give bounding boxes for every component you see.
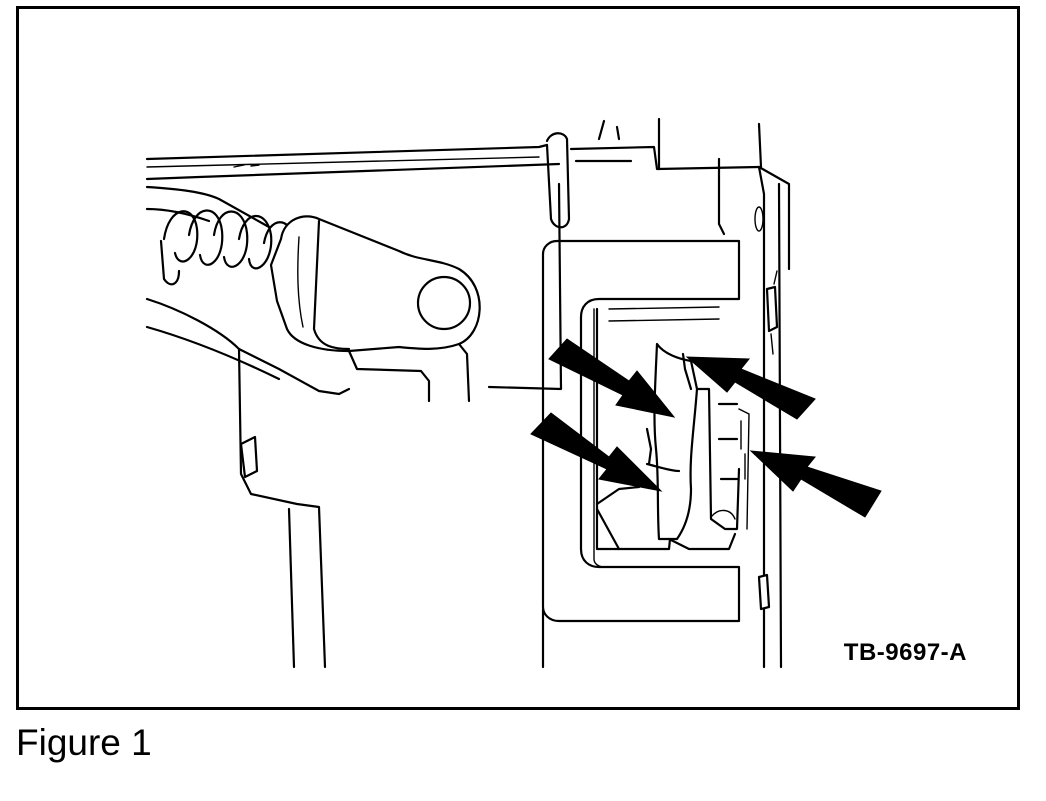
cam-arm xyxy=(269,215,481,403)
arrow-icon xyxy=(749,450,882,518)
figure-code-label: TB-9697-A xyxy=(843,639,967,666)
vertical-plate xyxy=(487,117,791,669)
latch-mechanism xyxy=(595,307,750,551)
arrow-icon xyxy=(548,338,676,418)
callout-arrows xyxy=(530,338,882,518)
latch-housing xyxy=(541,239,741,669)
latch-illustration xyxy=(145,117,882,669)
arrow-icon xyxy=(530,412,663,492)
upper-panel xyxy=(145,143,761,181)
lever-body xyxy=(145,185,351,669)
figure-caption: Figure 1 xyxy=(16,722,152,763)
figure-frame: TB-9697-A xyxy=(16,6,1020,710)
arrow-icon xyxy=(685,356,816,420)
